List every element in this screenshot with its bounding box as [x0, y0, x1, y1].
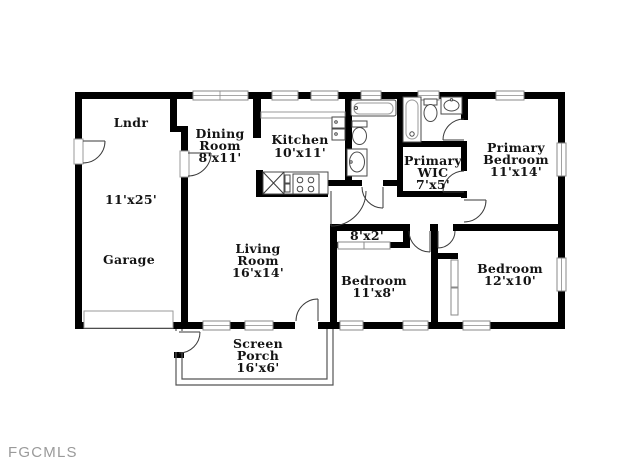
wall-segment — [181, 126, 188, 152]
mls-watermark: FGCMLS — [8, 444, 78, 461]
door-bedroom-3 — [437, 230, 456, 249]
garage-label: Garage — [103, 252, 155, 267]
primary-bedroom-label: Bedroom — [483, 152, 549, 167]
screen-porch-dims: 16'x6' — [237, 360, 280, 375]
door-living-to-hall — [330, 190, 367, 227]
window — [339, 320, 364, 331]
bedroom-3-label: Bedroom — [477, 261, 543, 276]
primary-bedroom-dims: 11'x14' — [490, 164, 542, 179]
wall-segment — [390, 242, 403, 248]
window — [310, 90, 339, 101]
wall-segment — [318, 322, 565, 329]
wall-segment — [397, 191, 467, 197]
living-room-dims: 16'x14' — [232, 265, 284, 280]
living-room-label: Living — [235, 241, 280, 256]
dining-room-dims: 8'x11' — [199, 150, 242, 165]
primary-wic-label: Primary — [404, 153, 462, 168]
door-garage-to-dining — [179, 150, 212, 178]
bedroom-2-label: Bedroom — [341, 273, 407, 288]
fixtures — [260, 96, 463, 316]
sink-vanity-icon — [440, 96, 463, 115]
wall-segment — [75, 99, 82, 140]
doors — [73, 118, 487, 354]
screen-porch-outline — [174, 329, 334, 386]
wall-segment — [75, 322, 295, 329]
bedroom-2-dims: 11'x8' — [353, 285, 396, 300]
wall-segment — [397, 92, 403, 141]
porch-door-opening — [174, 331, 184, 352]
wall-segment — [170, 126, 188, 132]
primary-wic-label: WIC — [417, 165, 449, 180]
window — [556, 142, 567, 177]
exterior-walls — [75, 92, 565, 329]
wall-segment — [330, 224, 404, 231]
bedroom-3-dims: 12'x10' — [484, 273, 536, 288]
shower-icon — [402, 96, 422, 143]
wall-segment — [256, 170, 263, 197]
window — [556, 257, 567, 292]
stove-icon — [292, 173, 320, 195]
window — [192, 90, 249, 101]
wall-segment — [181, 176, 188, 322]
wall-segment — [328, 180, 362, 186]
window — [402, 320, 429, 331]
toilet-icon — [423, 98, 438, 122]
toilet-icon — [351, 120, 368, 145]
laundry-label: Lndr — [114, 115, 149, 130]
screen-porch-label: Screen — [233, 336, 283, 351]
wall-segment — [383, 180, 403, 186]
wall-segment — [75, 163, 82, 329]
porch-inner-line — [181, 329, 328, 380]
wall-segment — [461, 141, 467, 171]
garage-door — [83, 310, 174, 329]
dining-room-label: Dining — [195, 126, 244, 141]
wall-segment — [431, 231, 438, 322]
closet-sliding-doors — [337, 241, 459, 316]
wall-segment — [453, 224, 563, 231]
wall-segment — [558, 99, 565, 329]
door-porch-to-living — [295, 298, 319, 330]
kitchen-label: Kitchen — [271, 132, 328, 147]
wall-segment — [397, 141, 467, 147]
wall-segment — [170, 92, 177, 130]
door-primary-bath — [442, 118, 465, 141]
bathtub-icon — [350, 99, 397, 117]
window — [462, 320, 491, 331]
window — [202, 320, 231, 331]
porch-outer-line — [175, 329, 334, 386]
room-labels: Lndr Dining Room 8'x11' Kitchen 10'x11' … — [103, 115, 549, 375]
primary-bedroom-label: Primary — [487, 140, 545, 155]
door-hall-bath — [361, 186, 384, 209]
wall-segment — [403, 224, 410, 248]
wall-segment — [253, 92, 261, 138]
window — [244, 320, 274, 331]
screen-porch-label: Porch — [237, 348, 279, 363]
wall-segment — [330, 224, 337, 322]
door-garage-entry — [73, 138, 106, 165]
kitchen-sink-icon — [331, 116, 346, 141]
sink-vanity-icon — [346, 148, 368, 177]
wall-segment — [430, 224, 438, 231]
garage-dims: 11'x25' — [105, 192, 157, 207]
wall-segment — [345, 92, 352, 184]
hall-closet-dims: 8'x2' — [350, 228, 384, 243]
dining-room-label: Room — [199, 138, 241, 153]
window — [495, 90, 525, 101]
primary-wic-dims: 7'x5' — [416, 177, 450, 192]
door-primary-bedroom — [463, 199, 487, 223]
wall-segment — [461, 92, 468, 120]
door-primary-wic — [442, 170, 465, 193]
living-room-label: Room — [237, 253, 279, 268]
wall-segment — [397, 141, 403, 197]
kitchen-counter-top — [260, 111, 346, 119]
wall-segment — [438, 253, 458, 259]
window — [360, 90, 382, 101]
window — [271, 90, 299, 101]
kitchen-dims: 10'x11' — [274, 145, 326, 160]
door-bedroom-2 — [408, 230, 431, 253]
wall-segment — [174, 352, 184, 358]
door-porch-side — [178, 331, 201, 354]
wall-segment — [330, 242, 338, 248]
